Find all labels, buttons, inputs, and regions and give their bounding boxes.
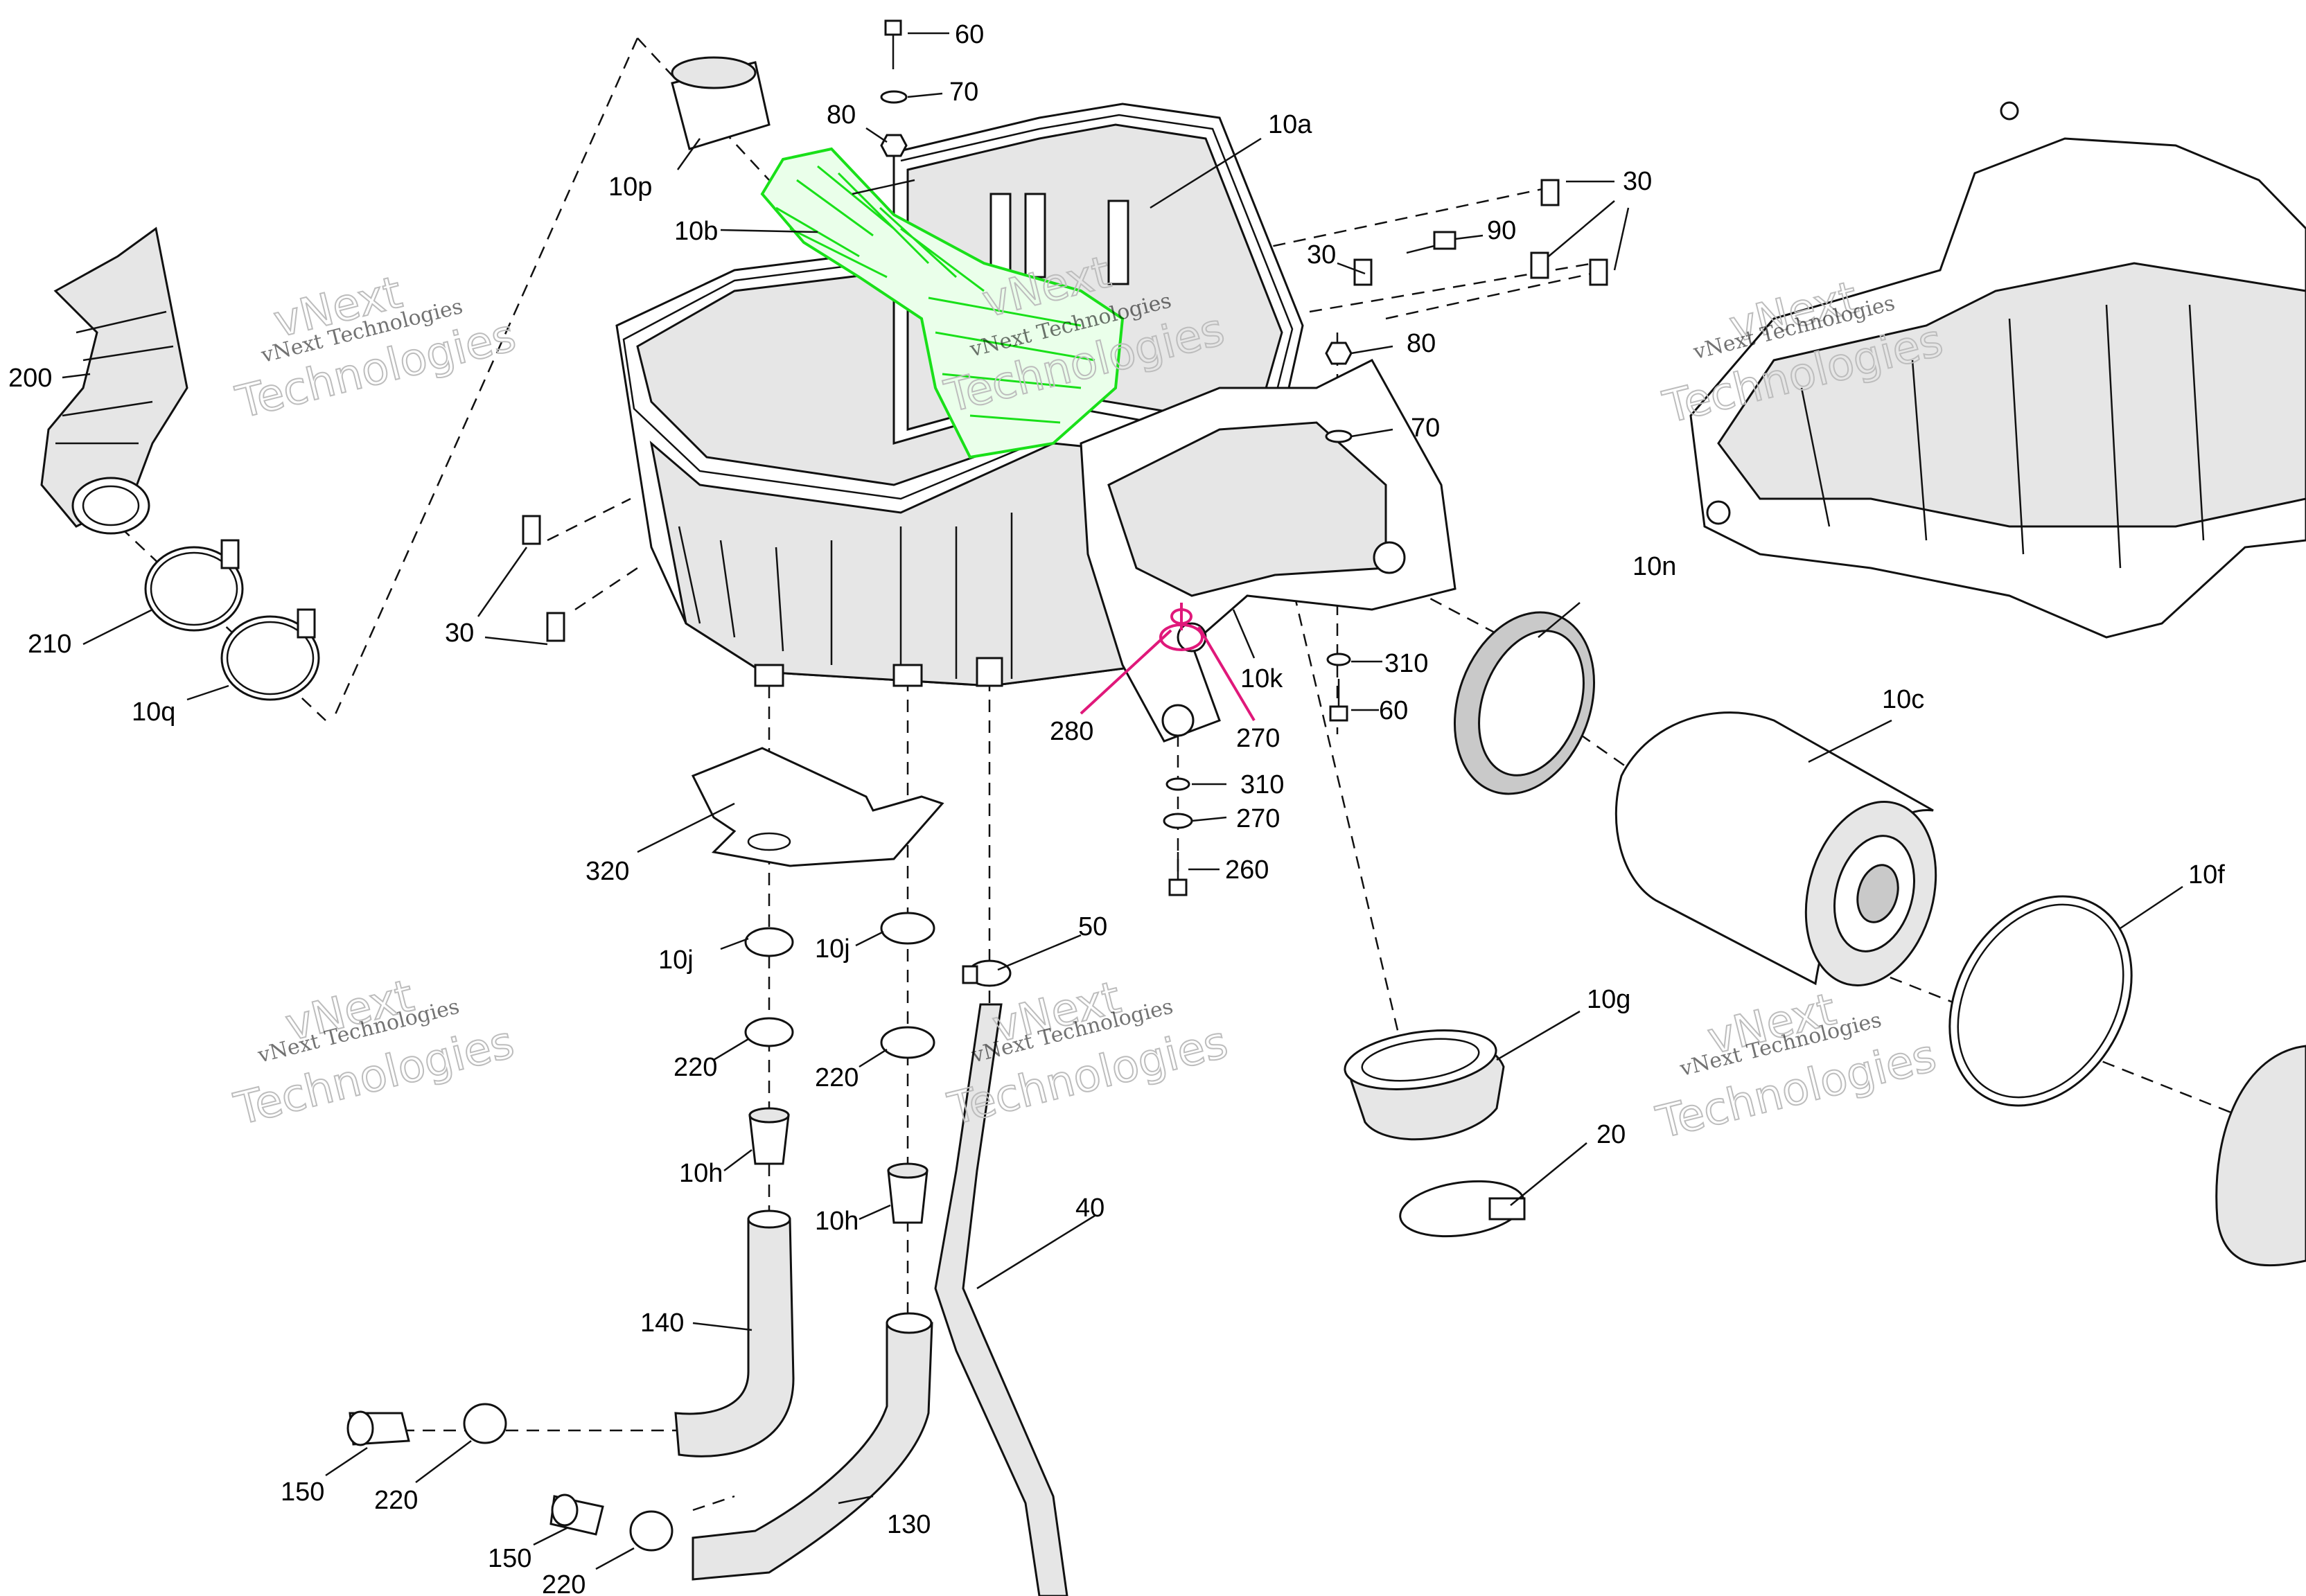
top-fasteners <box>880 19 908 157</box>
filter-cover <box>2215 1045 2306 1267</box>
watermark-4: vNext vNext Technologies Technologies <box>229 970 520 1136</box>
callout-10a: 10a <box>1268 110 1312 139</box>
callout-220: 220 <box>674 1053 717 1082</box>
hose-40 <box>934 1003 1068 1596</box>
clamp-20 <box>1399 1180 1526 1238</box>
callout-10b: 10b <box>674 217 718 246</box>
callout-10j: 10j <box>658 946 694 975</box>
clips-10j <box>744 912 935 957</box>
callout-220: 220 <box>542 1570 586 1596</box>
callout-130: 130 <box>887 1510 931 1539</box>
callout-80: 80 <box>1407 329 1436 358</box>
callout-20: 20 <box>1596 1120 1626 1149</box>
intake-tube-highlight <box>760 147 1125 459</box>
adapter-10g <box>1344 1029 1505 1141</box>
hose-140 <box>674 1209 795 1457</box>
callout-60: 60 <box>955 20 984 49</box>
callout-140: 140 <box>640 1309 684 1338</box>
callout-280: 280 <box>1050 717 1093 746</box>
callout-30: 30 <box>1307 240 1336 269</box>
seal-ring-10n <box>1453 611 1596 795</box>
callout-10p: 10p <box>608 172 652 202</box>
callout-200: 200 <box>8 364 52 393</box>
callout-320: 320 <box>586 857 629 886</box>
callout-10g: 10g <box>1587 985 1630 1014</box>
callout-10j: 10j <box>815 934 850 964</box>
sleeve-10p <box>671 56 771 150</box>
lower-screw-stack <box>1163 777 1193 896</box>
clips-30-right <box>522 179 1608 642</box>
callout-80: 80 <box>827 100 856 130</box>
callout-60: 60 <box>1379 696 1408 725</box>
hose-130 <box>692 1312 933 1581</box>
callout-220: 220 <box>374 1486 418 1515</box>
ghosted-assembly <box>1689 101 2306 639</box>
callout-270: 270 <box>1236 724 1280 753</box>
callout-10f: 10f <box>2188 860 2225 889</box>
callout-150: 150 <box>281 1478 324 1507</box>
callout-220: 220 <box>815 1063 859 1092</box>
watermark-6: vNext vNext Technologies Technologies <box>1651 983 1942 1149</box>
callout-10k: 10k <box>1240 664 1283 693</box>
plate-320 <box>691 747 944 867</box>
callout-30: 30 <box>445 619 474 648</box>
callout-10h: 10h <box>679 1159 723 1188</box>
couplers-10h <box>748 1107 928 1224</box>
screw-highlight <box>1159 603 1204 651</box>
callout-310: 310 <box>1240 770 1284 799</box>
callout-70: 70 <box>1411 414 1440 443</box>
callout-10c: 10c <box>1882 685 1924 714</box>
callout-150: 150 <box>488 1544 531 1573</box>
callout-90: 90 <box>1487 216 1516 245</box>
callout-30: 30 <box>1623 167 1652 196</box>
intake-boot-200 <box>40 227 188 535</box>
hose-clamps-220 <box>463 1017 935 1552</box>
callout-260: 260 <box>1225 855 1269 885</box>
callout-40: 40 <box>1075 1194 1104 1223</box>
callout-70: 70 <box>949 78 978 107</box>
bolt-90 <box>1406 231 1456 254</box>
callout-10h: 10h <box>815 1207 859 1236</box>
clamp-50 <box>962 959 1012 987</box>
callout-210: 210 <box>28 630 71 659</box>
callout-50: 50 <box>1078 912 1107 941</box>
leader-lines <box>62 32 2183 1570</box>
callout-270: 270 <box>1236 804 1280 833</box>
callout-labels: 60 70 80 10a 10p 10b 30 30 90 80 70 200 … <box>8 20 2225 1596</box>
callout-10n: 10n <box>1632 552 1676 581</box>
clamps-210-10q <box>144 539 320 701</box>
air-filter-10c <box>1614 711 1937 986</box>
ring-10f <box>1948 895 2133 1107</box>
fittings-150 <box>346 1410 604 1536</box>
callout-10q: 10q <box>132 698 175 727</box>
callout-310: 310 <box>1384 649 1428 678</box>
